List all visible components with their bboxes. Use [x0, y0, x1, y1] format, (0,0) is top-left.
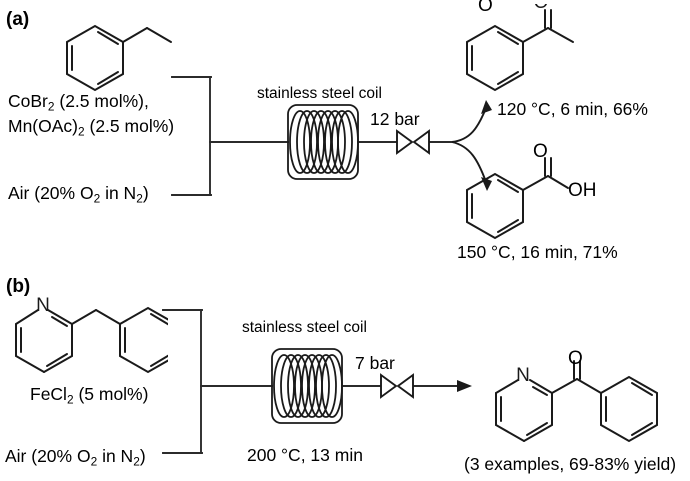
benzylpyridine-structure: N — [15, 296, 168, 374]
panel-b-reactor-label: stainless steel coil — [242, 319, 367, 336]
catalyst-cobr2: CoBr2 (2.5 mol%), — [8, 91, 149, 114]
panel-a-pressure-label: 12 bar — [370, 109, 420, 129]
product-b-oxygen-label: O — [568, 348, 583, 369]
panel-b-label: (b) — [6, 276, 31, 297]
benzoic-acid-hydroxyl-label: OH — [568, 180, 597, 201]
benzoic-acid-oxygen-label: O — [533, 141, 548, 162]
acetophenone-structure: O — [466, 4, 574, 92]
panel-a-catalyst-line-2: Mn(OAc)2 (2.5 mol%) — [8, 115, 174, 140]
panel-a-gas-feed: Air (20% O2 in N2) — [8, 182, 149, 207]
ethylbenzene-structure — [66, 24, 172, 92]
back-pressure-regulator-valve-a — [396, 129, 430, 155]
gas-air: Air (20% O2 in N2) — [8, 183, 149, 206]
panel-b-product-caption: (3 examples, 69-83% yield) — [464, 454, 677, 474]
panel-b-catalyst: FeCl2 (5 mol%) — [30, 383, 148, 408]
panel-a-reactor-label: stainless steel coil — [257, 85, 382, 102]
benzoic-acid-structure — [466, 157, 569, 240]
pyridyl-phenyl-ketone-structure: N — [495, 360, 658, 443]
pyridine-nitrogen-label: N — [36, 296, 50, 316]
panel-a-label: (a) — [6, 9, 30, 30]
acetophenone-oxygen-label: O — [478, 0, 493, 16]
gas-air-b: Air (20% O2 in N2) — [5, 446, 146, 469]
panel-b-pressure-label: 7 bar — [355, 353, 395, 373]
panel-b-reactor-conditions: 200 °C, 13 min — [247, 445, 363, 465]
panel-b-flow-diagram — [162, 309, 472, 454]
product-pyridine-nitrogen-label: N — [516, 365, 530, 386]
catalyst-mnoac2: Mn(OAc)2 (2.5 mol%) — [8, 116, 175, 139]
panel-a-product-1-caption: 120 °C, 6 min, 66% — [497, 99, 648, 119]
panel-b-gas-feed: Air (20% O2 in N2) — [5, 445, 146, 470]
panel-a-product-2-caption: 150 °C, 16 min, 71% — [457, 242, 618, 262]
back-pressure-regulator-valve-b — [380, 373, 414, 399]
oxygen-atom-label: O — [534, 4, 549, 13]
panel-a-catalyst-line-1: CoBr2 (2.5 mol%), — [8, 90, 149, 115]
catalyst-fecl2: FeCl2 (5 mol%) — [30, 384, 149, 407]
